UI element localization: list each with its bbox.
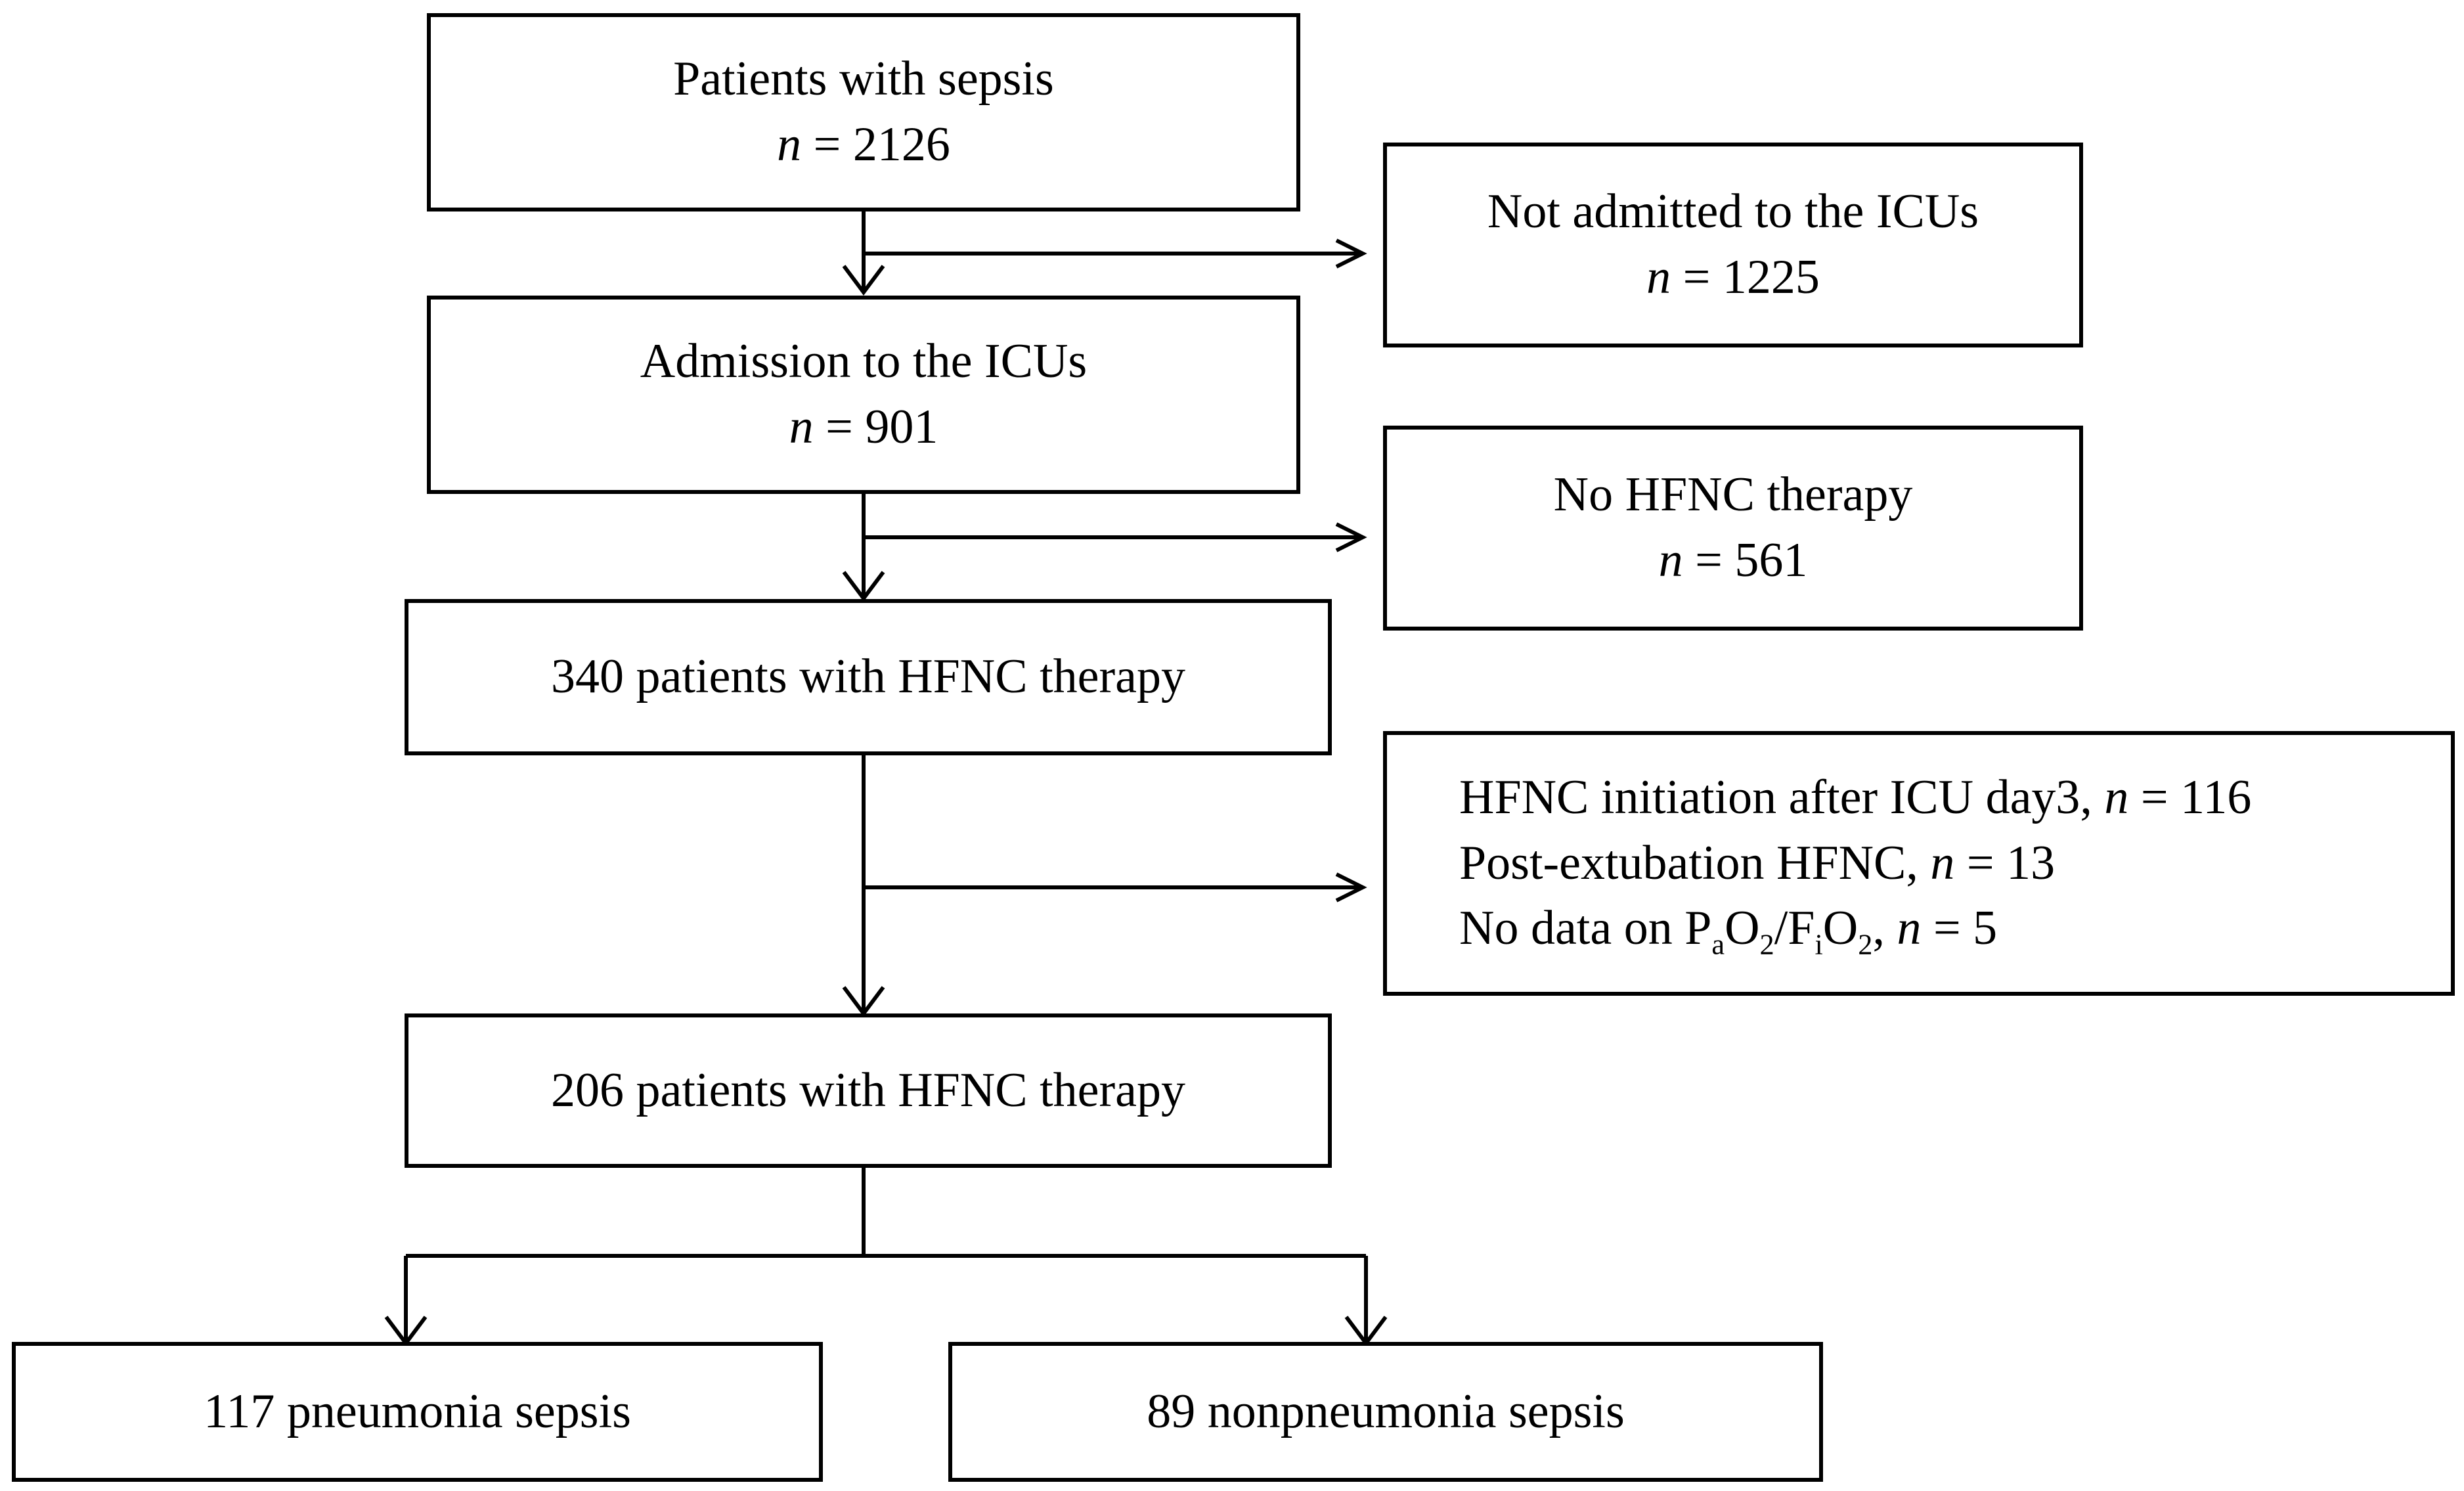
not-admitted-label: Not admitted to the ICUs xyxy=(1487,185,1979,239)
no-hfnc-label: No HFNC therapy xyxy=(1553,468,1913,522)
box-exclusions: HFNC initiation after ICU day3, n = 116 … xyxy=(1383,731,2455,996)
arrowhead-exclusions xyxy=(1335,872,1367,902)
no-hfnc-count: n = 561 xyxy=(1658,533,1808,587)
hfnc-206-label: 206 patients with HFNC therapy xyxy=(550,1063,1185,1117)
arrowhead-no-hfnc xyxy=(1335,522,1367,552)
sepsis-count: n = 2126 xyxy=(777,118,950,171)
sepsis-label: Patients with sepsis xyxy=(673,52,1054,106)
admission-count: n = 901 xyxy=(789,400,938,454)
arrowhead-hfnc340 xyxy=(842,571,885,602)
box-admission-to-icus: Admission to the ICUs n = 901 xyxy=(427,296,1300,494)
box-hfnc-340: 340 patients with HFNC therapy xyxy=(405,599,1332,755)
box-nonpneumonia-sepsis: 89 nonpneumonia sepsis xyxy=(948,1342,1823,1482)
box-hfnc-206: 206 patients with HFNC therapy xyxy=(405,1013,1332,1168)
box-no-hfnc: No HFNC therapy n = 561 xyxy=(1383,426,2083,631)
hfnc-340-label: 340 patients with HFNC therapy xyxy=(550,650,1185,704)
admission-label: Admission to the ICUs xyxy=(640,334,1088,389)
not-admitted-count: n = 1225 xyxy=(1646,250,1820,304)
exclusion-late-initiation: HFNC initiation after ICU day3, n = 116 xyxy=(1459,770,2252,824)
exclusion-no-pf-data: No data on PaO2/FiO2, n = 5 xyxy=(1459,901,1998,961)
exclusion-post-extubation: Post-extubation HFNC, n = 13 xyxy=(1459,835,2056,890)
arrowhead-not-admitted xyxy=(1335,238,1367,269)
box-pneumonia-sepsis: 117 pneumonia sepsis xyxy=(12,1342,823,1482)
box-patients-with-sepsis: Patients with sepsis n = 2126 xyxy=(427,13,1300,211)
nonpneumonia-label: 89 nonpneumonia sepsis xyxy=(1147,1384,1625,1438)
box-not-admitted: Not admitted to the ICUs n = 1225 xyxy=(1383,143,2083,347)
pneumonia-label: 117 pneumonia sepsis xyxy=(204,1384,631,1438)
arrowhead-admission xyxy=(842,265,885,296)
